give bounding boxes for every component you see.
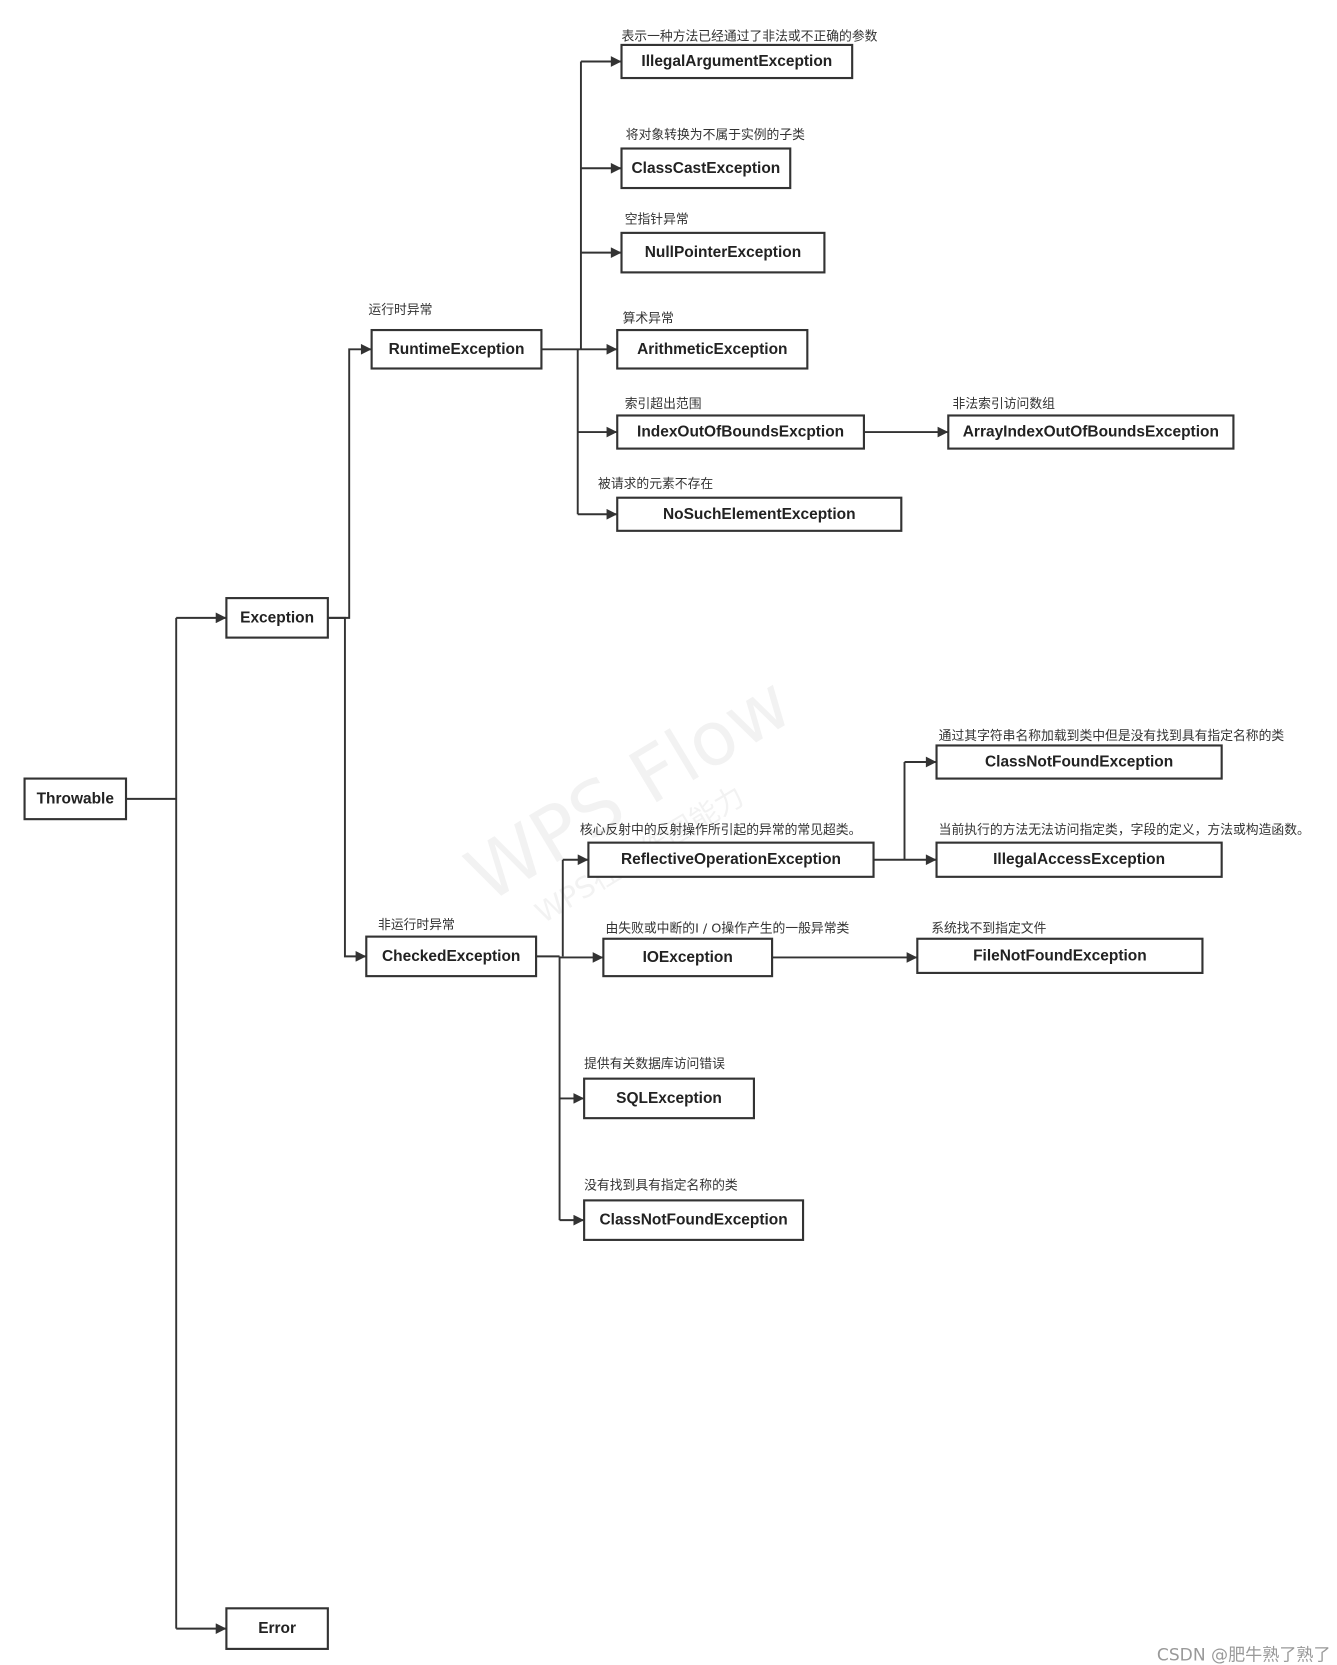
node-box	[916, 937, 1204, 974]
node-label: CheckedException	[382, 948, 520, 965]
connectors	[126, 56, 949, 1634]
node-box	[365, 935, 538, 978]
node-null-pointer-exception: 空指针异常 NullPointerException	[620, 212, 826, 274]
node-label: ArrayIndexOutOfBoundsException	[963, 424, 1219, 441]
node-box	[620, 43, 854, 80]
node-box	[620, 147, 792, 190]
node-label: ClassNotFoundException	[599, 1212, 787, 1229]
node-label: IllegalAccessException	[993, 851, 1165, 868]
node-class-not-found-exception-reflective: 通过其字符串名称加载到类中但是没有找到具有指定名称的类 ClassNotFoun…	[935, 728, 1285, 780]
node-box	[583, 1077, 755, 1120]
node-note: 表示一种方法已经通过了非法或不正确的参数	[622, 29, 878, 45]
node-class-not-found-exception: 没有找到具有指定名称的类 ClassNotFoundException	[583, 1178, 805, 1241]
node-no-such-element-exception: 被请求的元素不存在 NoSuchElementException	[598, 476, 903, 532]
node-checked-exception: 非运行时异常 CheckedException	[365, 918, 538, 978]
node-label: NoSuchElementException	[663, 506, 856, 523]
node-label: Error	[258, 1620, 296, 1637]
node-note: 非运行时异常	[378, 918, 455, 933]
node-arithmetic-exception: 算术异常 ArithmeticException	[616, 312, 809, 370]
node-box	[587, 841, 875, 878]
node-file-not-found-exception: 系统找不到指定文件 FileNotFoundException	[916, 921, 1204, 974]
connector-arrow	[327, 616, 367, 962]
node-throwable: Throwable	[23, 777, 128, 821]
node-label: NullPointerException	[645, 244, 801, 261]
node-note: 算术异常	[623, 312, 674, 327]
node-exception: Exception	[225, 597, 329, 639]
node-label: Throwable	[37, 790, 115, 807]
node-note: 通过其字符串名称加载到类中但是没有找到具有指定名称的类	[939, 728, 1285, 744]
node-label: FileNotFoundException	[973, 947, 1147, 964]
node-note: 非法索引访问数组	[953, 397, 1056, 412]
node-label: Exception	[240, 609, 314, 626]
node-label: ArithmeticException	[637, 341, 787, 358]
node-label: IndexOutOfBoundsExcption	[637, 424, 844, 441]
node-sql-exception: 提供有关数据库访问错误 SQLException	[583, 1056, 755, 1120]
node-reflective-operation-exception: 核心反射中的反射操作所引起的异常的常见超类。 ReflectiveOperati…	[580, 822, 875, 878]
node-label: SQLException	[616, 1090, 722, 1107]
node-label: IOException	[643, 949, 733, 966]
node-error: Error	[225, 1607, 329, 1650]
node-label: IllegalArgumentException	[641, 53, 832, 70]
node-note: 索引超出范围	[625, 397, 702, 412]
node-note: 没有找到具有指定名称的类	[584, 1178, 738, 1194]
node-box	[616, 328, 809, 370]
node-note: 提供有关数据库访问错误	[584, 1056, 725, 1072]
node-box	[225, 597, 329, 639]
node-box	[620, 231, 826, 274]
node-illegal-argument-exception: 表示一种方法已经通过了非法或不正确的参数 IllegalArgumentExce…	[620, 29, 878, 80]
node-box	[935, 744, 1223, 780]
node-illegal-access-exception: 当前执行的方法无法访问指定类，字段的定义，方法或构造函数。 IllegalAcc…	[935, 822, 1310, 878]
node-box	[583, 1199, 805, 1241]
node-box	[935, 841, 1223, 878]
node-note: 空指针异常	[625, 212, 689, 227]
node-note: 将对象转换为不属于实例的子类	[626, 127, 805, 143]
csdn-watermark: CSDN @肥牛熟了熟了	[1157, 1645, 1331, 1665]
node-label: ClassCastException	[632, 160, 781, 177]
node-label: ReflectiveOperationException	[621, 851, 841, 868]
node-note: 系统找不到指定文件	[931, 921, 1046, 936]
node-note: 核心反射中的反射操作所引起的异常的常见超类。	[580, 822, 862, 838]
node-label: RuntimeException	[389, 341, 525, 358]
node-io-exception: 由失败或中断的I / O操作产生的一般异常类 IOException	[602, 920, 850, 978]
node-note: 当前执行的方法无法访问指定类，字段的定义，方法或构造函数。	[939, 822, 1310, 838]
node-array-index-out-of-bounds-exception: 非法索引访问数组 ArrayIndexOutOfBoundsException	[947, 397, 1235, 450]
node-runtime-exception: 运行时异常 RuntimeException	[368, 303, 543, 370]
node-note: 被请求的元素不存在	[598, 476, 713, 492]
node-box	[23, 777, 128, 821]
node-box	[370, 328, 543, 370]
node-index-out-of-bounds-exception: 索引超出范围 IndexOutOfBoundsExcption	[616, 397, 865, 450]
node-box	[616, 414, 865, 450]
node-label: ClassNotFoundException	[985, 754, 1173, 771]
node-box	[602, 937, 774, 978]
node-note: 运行时异常	[368, 303, 432, 318]
node-note: 由失败或中断的I / O操作产生的一般异常类	[605, 920, 849, 936]
node-class-cast-exception: 将对象转换为不属于实例的子类 ClassCastException	[620, 127, 805, 190]
node-box	[616, 496, 903, 532]
node-box	[225, 1607, 329, 1650]
node-box	[947, 414, 1235, 450]
